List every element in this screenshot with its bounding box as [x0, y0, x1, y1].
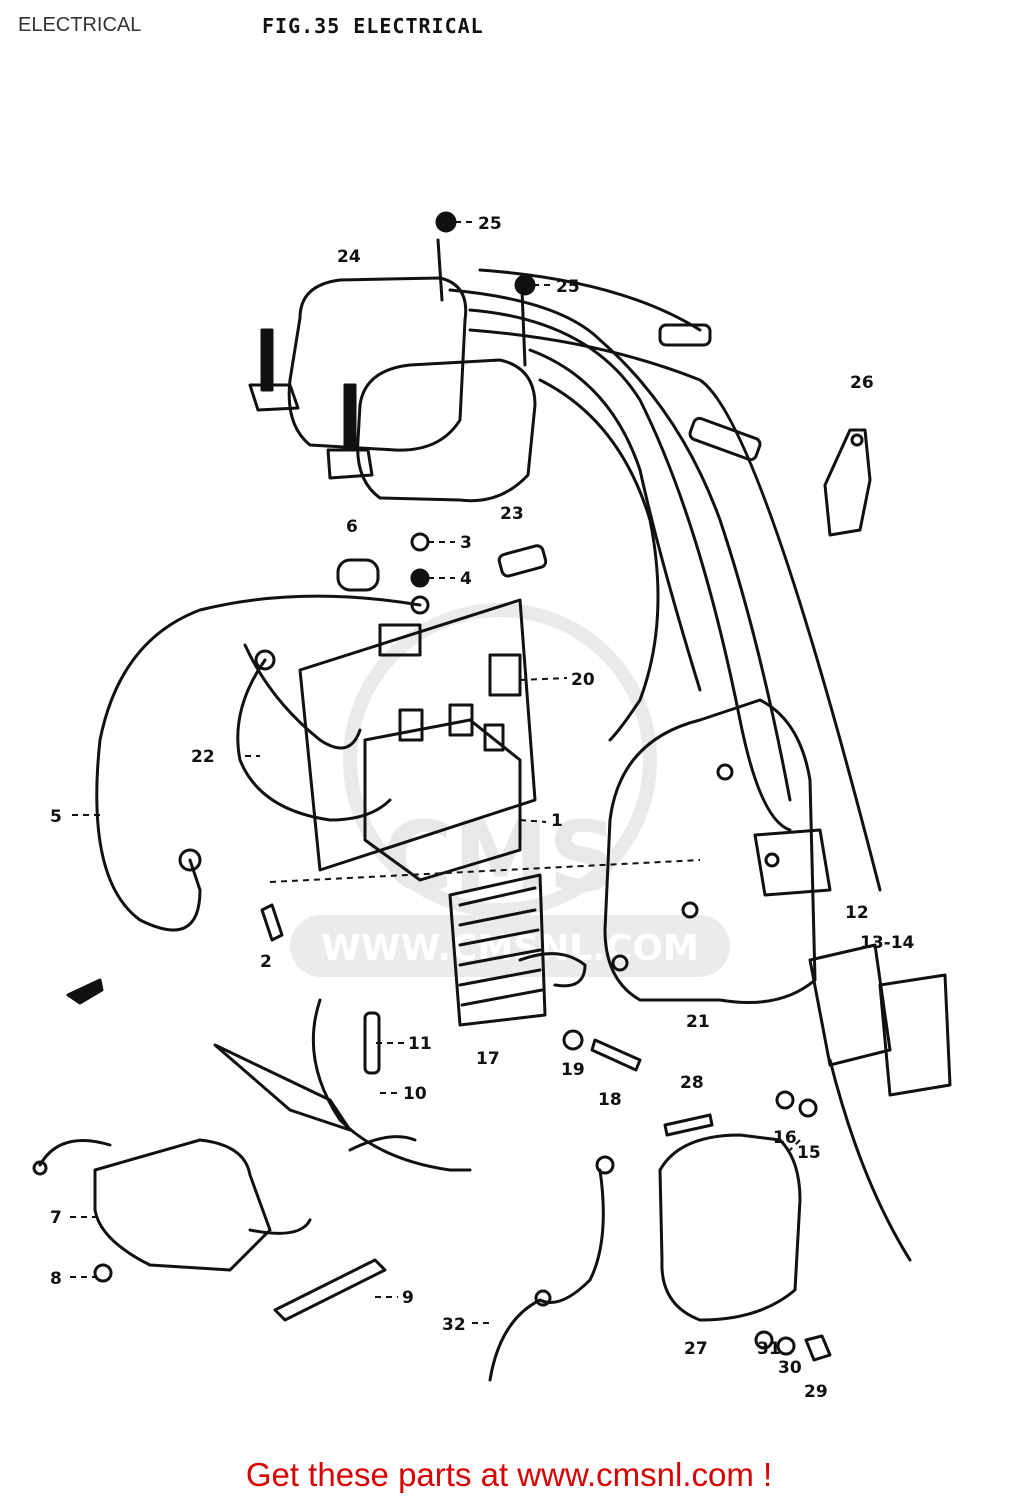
callout-28: 28 [680, 1073, 704, 1093]
callout-9: 9 [402, 1288, 414, 1308]
callout-26: 26 [850, 373, 874, 393]
callout-25b: 25 [556, 277, 580, 297]
relay-lead-wire [236, 643, 392, 822]
callout-11: 11 [408, 1034, 432, 1054]
callout-30: 30 [778, 1358, 802, 1378]
callout-24: 24 [337, 247, 361, 267]
turn-signal-relay [32, 1138, 312, 1272]
watermark: CMS WWW.CMSNL.COM [290, 603, 730, 977]
callout-25a: 25 [478, 214, 502, 234]
callout-6: 6 [346, 517, 358, 537]
callout-15: 15 [797, 1143, 821, 1163]
hardware [66, 211, 832, 1362]
leader-lines [70, 221, 801, 1324]
callout-20: 20 [571, 670, 595, 690]
ground-cable [488, 1155, 615, 1382]
callout-5: 5 [50, 807, 62, 827]
ignition-coil-front [326, 288, 537, 503]
mounting-plate [603, 698, 832, 1004]
junction-box [658, 1133, 802, 1322]
figure-title: FIG.35 ELECTRICAL [262, 14, 484, 38]
callout-8: 8 [50, 1269, 62, 1289]
callout-3: 3 [460, 533, 472, 553]
callout-19: 19 [561, 1060, 585, 1080]
callout-7: 7 [50, 1208, 62, 1228]
starter-relay [363, 703, 522, 882]
coil-wire-harness [448, 268, 882, 892]
battery-cable [95, 594, 430, 932]
wire-strap [273, 1258, 387, 1322]
callout-21: 21 [686, 1012, 710, 1032]
callout-18: 18 [598, 1090, 622, 1110]
wire-clamp [823, 428, 872, 537]
callout-27: 27 [684, 1339, 708, 1359]
callout-32: 32 [442, 1315, 466, 1335]
callout-10: 10 [403, 1084, 427, 1104]
fuse-box [808, 943, 952, 1262]
callout-numbers: 1 2 3 4 5 6 7 8 9 10 11 12 13-14 15 16 1… [50, 214, 915, 1402]
callout-23: 23 [500, 504, 524, 524]
callout-22: 22 [191, 747, 215, 767]
callout-16: 16 [773, 1128, 797, 1148]
callout-1: 1 [551, 811, 563, 831]
exploded-parts-diagram: CMS WWW.CMSNL.COM [32, 211, 952, 1402]
callout-13-14: 13-14 [860, 933, 915, 953]
fuse-holder-harness [213, 998, 472, 1172]
callout-29: 29 [804, 1382, 828, 1402]
starter-relay-bracket [298, 598, 537, 872]
section-label: ELECTRICAL [18, 14, 142, 36]
footer-link-text[interactable]: Get these parts at www.cmsnl.com ! [245, 1456, 773, 1493]
callout-17: 17 [476, 1049, 500, 1069]
watermark-pill [290, 915, 730, 977]
watermark-ring [343, 603, 657, 917]
regulator-rectifier [448, 873, 587, 1027]
ignition-coil-rear [248, 238, 468, 452]
callout-4: 4 [460, 569, 472, 589]
callout-31: 31 [757, 1339, 781, 1359]
callout-12: 12 [845, 903, 869, 923]
callout-2: 2 [260, 952, 272, 972]
